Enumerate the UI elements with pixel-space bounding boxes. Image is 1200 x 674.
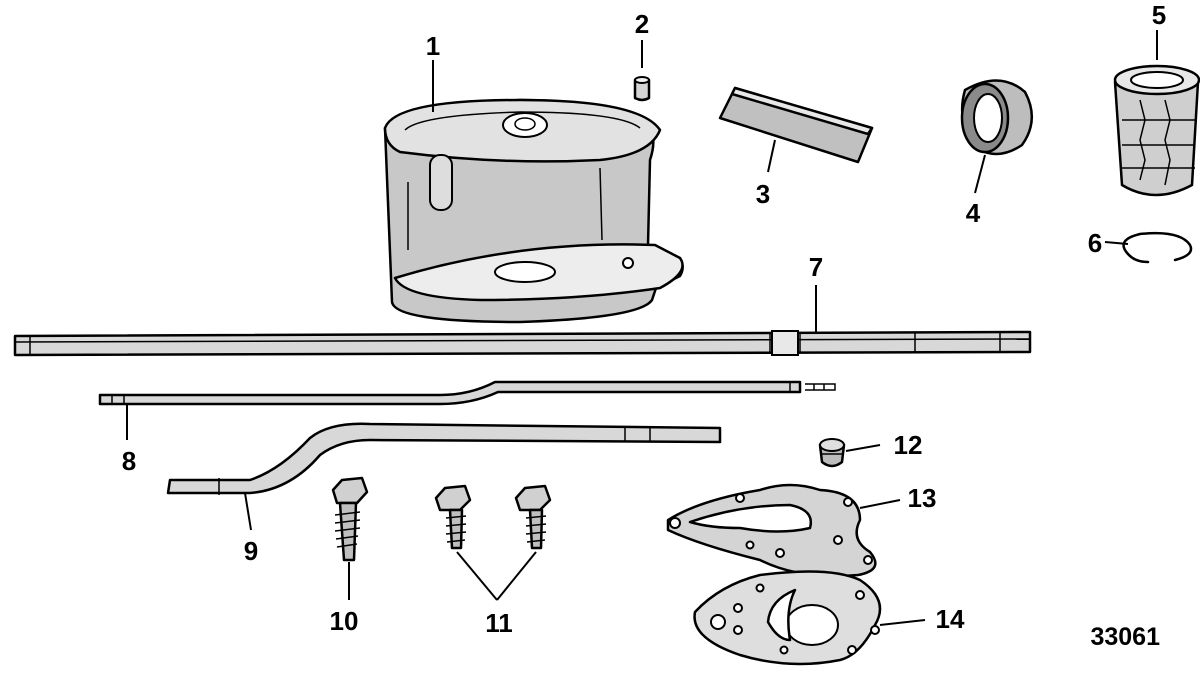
callout-5: 5	[1152, 0, 1166, 30]
part-9-water-tube	[166, 422, 722, 495]
part-2-dowel-pin	[633, 76, 651, 102]
part-3-strip	[718, 86, 874, 164]
part-6-retaining-ring	[1122, 231, 1193, 264]
callout-10: 10	[330, 606, 359, 636]
callout-14: 14	[936, 604, 965, 634]
callout-12: 12	[894, 430, 923, 460]
part-1-driveshaft-housing	[383, 98, 684, 324]
part-11-screws	[434, 484, 552, 550]
figure-number: 33061	[1090, 623, 1160, 651]
part-5-bushing	[1113, 64, 1200, 197]
callout-13: 13	[908, 483, 937, 513]
callout-2: 2	[635, 9, 649, 39]
callout-3: 3	[756, 179, 770, 209]
part-8-shift-rod	[98, 380, 836, 406]
callout-9: 9	[244, 536, 258, 566]
callout-8: 8	[122, 446, 136, 476]
leader-lines	[126, 30, 1158, 626]
callout-11: 11	[485, 608, 513, 638]
part-7-driveshaft	[13, 330, 1032, 357]
callout-4: 4	[966, 198, 981, 228]
part-14-plate	[693, 570, 882, 666]
callout-6: 6	[1088, 228, 1102, 258]
part-13-gasket	[666, 483, 877, 578]
part-12-grommet	[818, 438, 846, 468]
part-10-screw	[331, 476, 369, 562]
callout-7: 7	[809, 252, 823, 282]
part-4-seal	[960, 79, 1033, 156]
callout-1: 1	[426, 31, 440, 61]
